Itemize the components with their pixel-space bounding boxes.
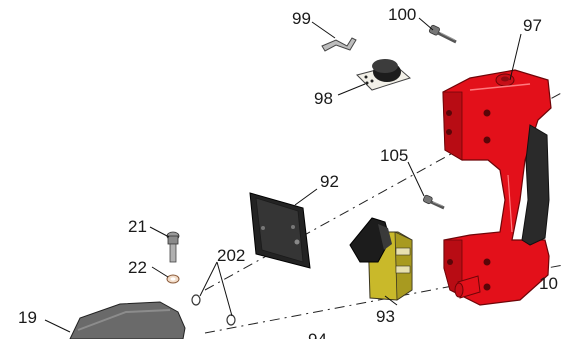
switch-part-93 [349,217,413,301]
washer-part-202 [191,294,236,326]
callout-92: 92 [320,172,339,191]
axis-upper [204,91,563,291]
callout-21: 21 [128,217,147,236]
callout-10x: 10 [539,274,558,293]
bolt-part-21 [166,231,180,263]
cover-part-19 [69,301,186,339]
callout-99: 99 [292,9,311,28]
plate-part-92 [249,192,311,269]
clip-part-99 [321,37,357,52]
callout-202: 202 [217,246,245,265]
washer-part-22 [166,274,180,284]
callout-94: 94 [308,330,327,339]
callout-105: 105 [380,146,408,165]
callout-93: 93 [376,307,395,326]
screw-part-105 [422,194,445,210]
callout-labels: 99 100 97 98 105 92 21 22 202 10 93 19 9… [18,5,558,339]
housing-part-97 [442,69,552,306]
leader-lines [44,17,522,333]
callout-22: 22 [128,258,147,277]
buzzer-part-98 [356,59,412,91]
callout-97: 97 [523,16,542,35]
screw-part-100 [428,24,457,44]
callout-98: 98 [314,89,333,108]
callout-100: 100 [388,5,416,24]
callout-19: 19 [18,308,37,327]
